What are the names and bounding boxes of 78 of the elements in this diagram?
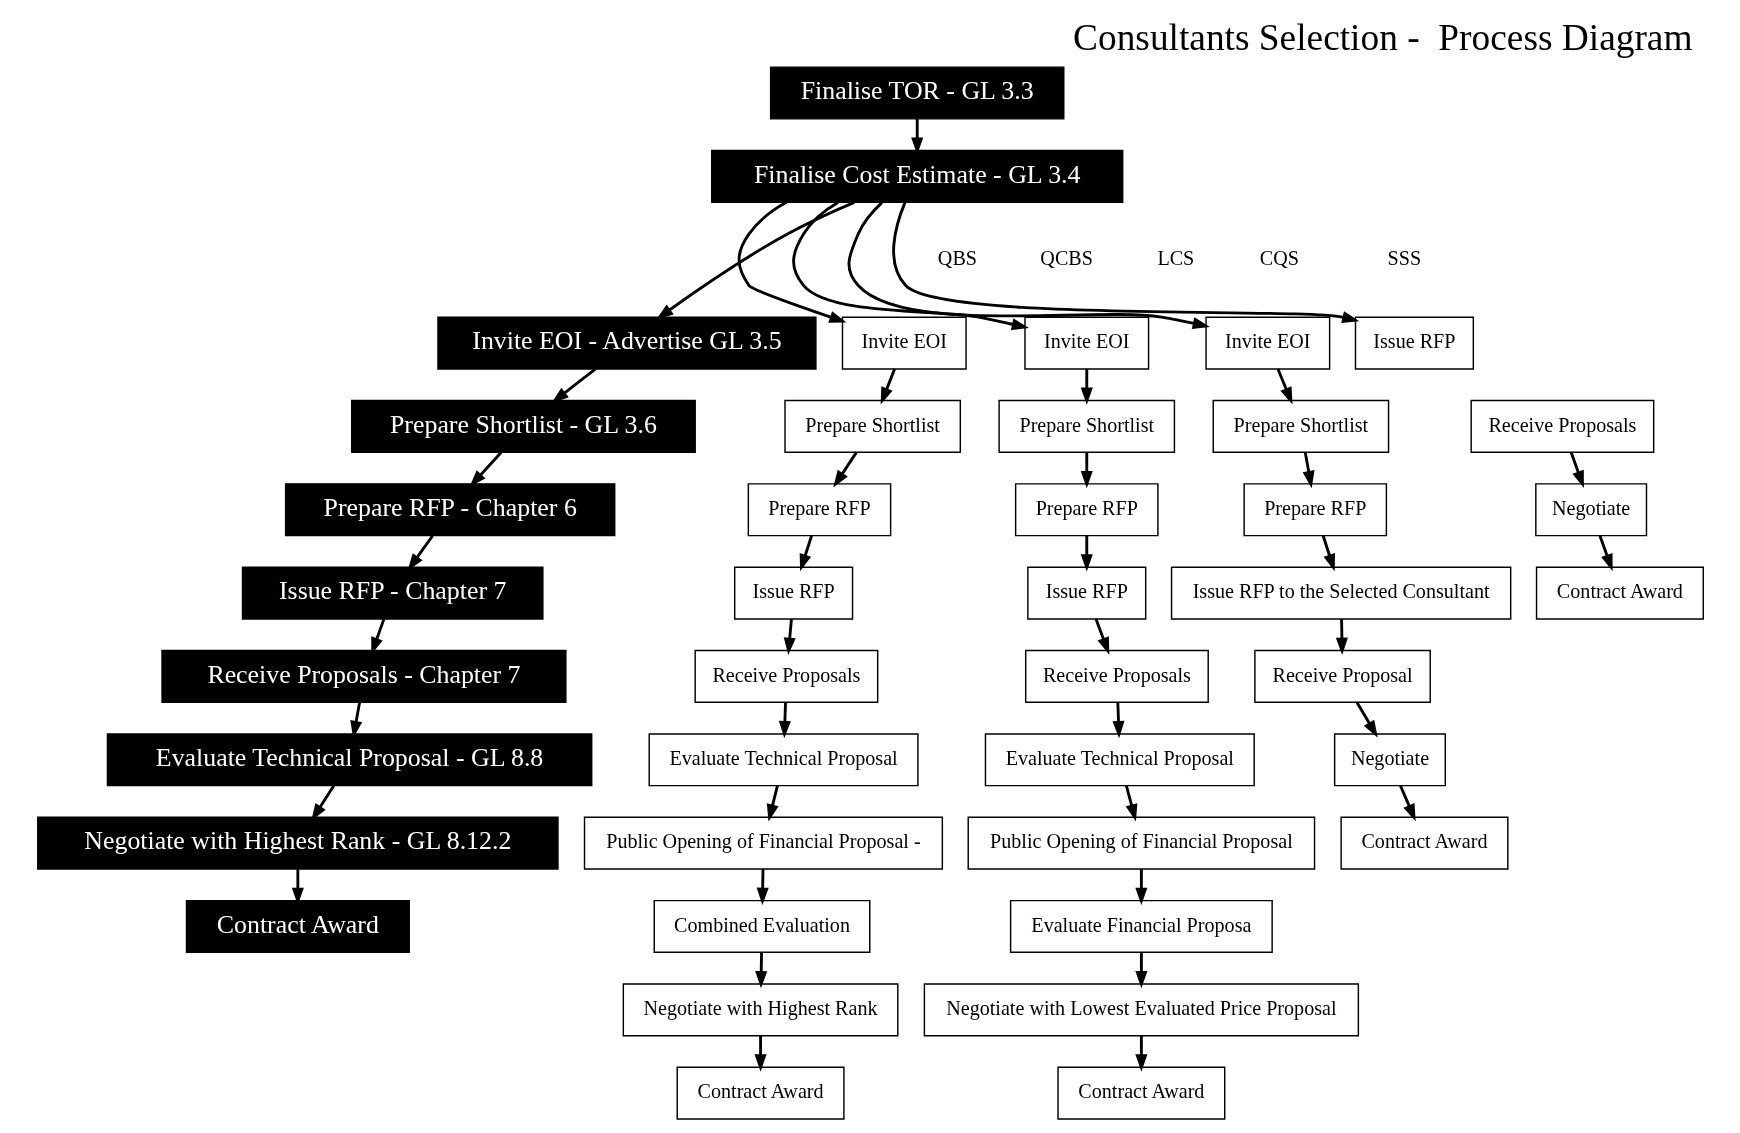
label: CQS (1259, 247, 1299, 270)
arrow (1134, 1035, 1147, 1072)
node-box: Evaluate Technical Proposal - GL 8.8 (106, 733, 592, 787)
node-box: Prepare Shortlist (1212, 399, 1389, 453)
node-box: Prepare RFP - Chapter 6 (284, 483, 615, 537)
node-box: Prepare Shortlist (997, 399, 1175, 453)
node-box: Invite EOI (841, 316, 967, 370)
node-box: Finalise TOR - GL 3.3 (769, 66, 1064, 120)
arrow (799, 535, 813, 572)
arrow (1111, 702, 1125, 739)
node-box: Prepare RFP (747, 483, 891, 537)
node-box: Invite EOI (1023, 316, 1149, 370)
arrow (791, 201, 1029, 331)
node-box: Public Opening of Financial Proposal (967, 816, 1315, 870)
node-box: Issue RFP - Chapter 7 (241, 566, 544, 620)
node-box: Prepare RFP (1242, 483, 1387, 537)
arrow (783, 619, 796, 655)
arrow (1134, 869, 1147, 905)
arrow (1080, 535, 1093, 572)
arrow (880, 368, 896, 405)
arrow (1398, 785, 1416, 822)
node-box: Receive Proposals - Chapter 7 (160, 649, 567, 703)
arrow (1355, 701, 1378, 738)
node-box: Combined Evaluation (653, 899, 870, 954)
arrow (847, 201, 1210, 330)
arrow (1134, 952, 1147, 989)
arrow (1335, 619, 1348, 655)
node-box: Receive Proposals (1469, 399, 1654, 453)
node-box: Prepare Shortlist (783, 399, 961, 453)
node-box: Contract Award (185, 899, 410, 954)
arrow (1080, 369, 1093, 405)
arrow (1276, 368, 1292, 405)
arrow (766, 785, 779, 822)
node-box: Public Opening of Financial Proposal - (583, 816, 943, 870)
node-box: Negotiate (1333, 733, 1446, 787)
node-box: Invite EOI (1204, 316, 1330, 370)
arrow (1124, 785, 1137, 822)
node-box: Evaluate Technical Proposal (984, 733, 1255, 787)
node-box: Contract Award (676, 1066, 845, 1120)
label: QBS (937, 247, 977, 270)
arrow (1080, 452, 1093, 489)
node-box: Evaluate Technical Proposal (648, 733, 919, 787)
arrow (1598, 535, 1613, 572)
node-box: Prepare Shortlist - GL 3.6 (350, 399, 696, 453)
arrow (655, 201, 855, 320)
node-box: Receive Proposals (1024, 649, 1209, 703)
arrow (891, 202, 1359, 324)
arrow (778, 702, 791, 739)
node-box: Prepare RFP (1014, 483, 1159, 537)
arrow (737, 200, 847, 323)
node-box: Evaluate Financial Proposa (1009, 899, 1273, 954)
arrow (754, 952, 767, 989)
node-box: Invite EOI - Advertise GL 3.5 (436, 316, 817, 370)
label: SSS (1387, 247, 1421, 270)
label: QCBS (1039, 247, 1093, 270)
node-box: Issue RFP (1026, 566, 1146, 620)
arrow (754, 1035, 767, 1072)
label: LCS (1156, 247, 1194, 270)
node-box: Negotiate with Lowest Evaluated Price Proposal (923, 983, 1359, 1037)
node-box: Issue RFP (1354, 316, 1474, 370)
node-box: Issue RFP (733, 566, 853, 620)
arrow (1302, 452, 1315, 489)
node-box: Contract Award (1535, 566, 1704, 620)
arrow (832, 451, 858, 488)
arrow (1569, 451, 1584, 488)
node-box: Contract Award (1056, 1066, 1225, 1120)
arrow (1094, 618, 1109, 655)
node-box: Contract Award (1339, 816, 1509, 870)
node-box: Issue RFP to the Selected Consultant (1170, 566, 1511, 620)
node-box: Negotiate with Highest Rank (622, 983, 898, 1037)
node-box: Negotiate with Highest Rank - GL 8.12.2 (36, 816, 559, 870)
arrow (756, 869, 769, 905)
diagram-title: Consultants Selection - Process Diagram (1072, 16, 1693, 58)
arrow (1321, 535, 1335, 572)
node-box: Receive Proposal (1253, 649, 1431, 703)
node-box: Negotiate (1534, 483, 1647, 537)
node-box: Receive Proposals (693, 649, 878, 703)
node-box: Finalise Cost Estimate - GL 3.4 (710, 149, 1123, 203)
